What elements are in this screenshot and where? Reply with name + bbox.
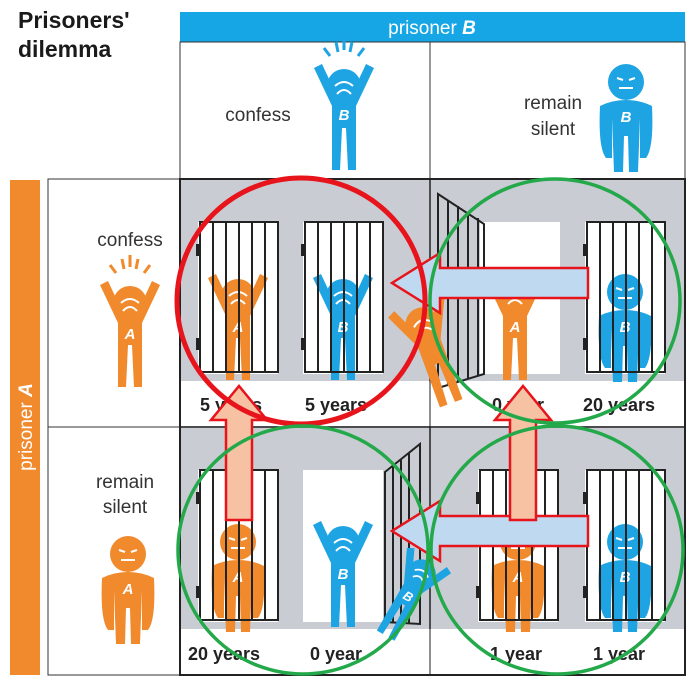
row-prisoner-a-confess-figure: A (99, 255, 161, 388)
row-prisoner-a-silent-figure: A (100, 535, 156, 645)
row-confess-label: confess (97, 230, 162, 251)
cell-both-confess-b-years: 5 years (305, 395, 367, 415)
cell-a-silent-b-confess: A B B 20 years 0 year (188, 441, 454, 664)
cell-both-silent-a-years: 1 year (490, 644, 542, 664)
row-silent-label-2: silent (103, 497, 148, 518)
svg-text:B: B (338, 566, 349, 583)
title-line-1: Prisoners' (18, 7, 130, 33)
circle-a-silent-b-confess (176, 424, 430, 676)
svg-text:B: B (621, 109, 632, 126)
nash-equilibrium-circle (174, 175, 428, 427)
diagram-title: Prisoners' dilemma (18, 6, 178, 64)
svg-text:A: A (232, 319, 244, 336)
svg-text:A: A (232, 569, 244, 586)
prisoner-b-header-label: prisoner B (388, 18, 476, 39)
arrow-a-switch-right (492, 384, 554, 522)
svg-text:A: A (512, 569, 524, 586)
svg-text:B: B (339, 107, 350, 124)
arrow-b-switch-top (389, 250, 590, 316)
col-silent-label-1: remain (524, 93, 582, 114)
col-confess-label: confess (225, 105, 290, 126)
circle-both-silent (429, 424, 685, 676)
col-silent-label-2: silent (531, 119, 576, 140)
cell-a-silent-b-confess-b-years: 0 year (310, 644, 362, 664)
header-prisoner-b-confess-figure: B (313, 38, 375, 171)
circle-a-confess-b-silent (428, 177, 682, 425)
cell-both-confess: A B 5 years 5 years (195, 221, 384, 415)
svg-text:A: A (122, 581, 134, 598)
svg-text:A: A (509, 319, 521, 336)
title-line-2: dilemma (18, 36, 112, 62)
arrow-a-switch-left (208, 384, 270, 522)
svg-text:A: A (124, 326, 136, 343)
prisoner-a-header-label: prisoner A (16, 383, 37, 471)
header-prisoner-b-silent-figure: B (598, 63, 654, 173)
prisoner-b-header (180, 12, 685, 42)
row-silent-label-1: remain (96, 472, 154, 493)
prisoner-a-header (10, 180, 40, 675)
arrow-b-switch-bottom (389, 498, 590, 564)
